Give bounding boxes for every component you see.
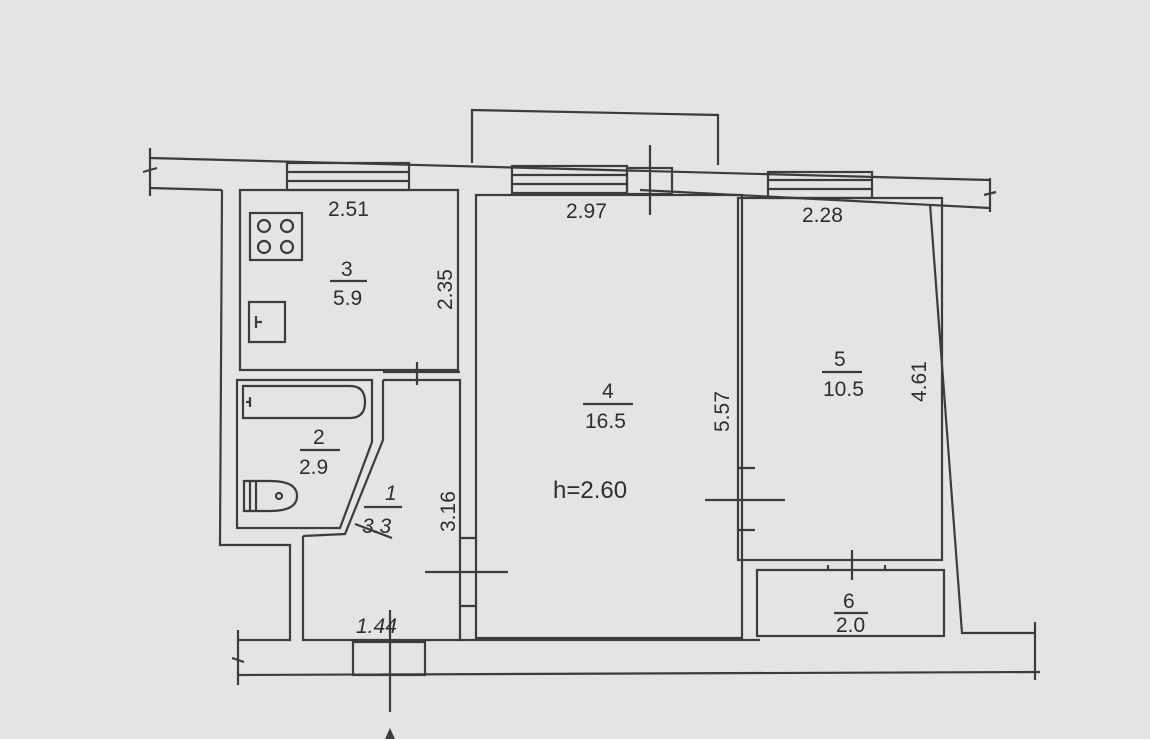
dim-living-width: 2.97 [566, 200, 607, 223]
wall-break-mark [142, 148, 997, 212]
room-1-area: 3.3 [362, 515, 392, 538]
kitchen-window [285, 161, 411, 192]
bedroom-window [766, 170, 874, 200]
room-storage [755, 568, 946, 638]
dim-bedroom-depth: 4.61 [908, 361, 931, 402]
bathtub-icon [241, 384, 367, 420]
dim-bedroom-width: 2.28 [802, 204, 843, 227]
dim-kitchen-width: 2.51 [328, 198, 369, 221]
room-bathroom [235, 378, 374, 530]
door-bedroom [705, 466, 785, 532]
living-window [510, 145, 674, 215]
dim-living-depth: 5.57 [711, 391, 734, 432]
room-6-area: 2.0 [836, 614, 865, 637]
room-2-area: 2.9 [299, 456, 328, 479]
room-5-number: 5 [834, 348, 846, 371]
room-3-number: 3 [341, 258, 353, 281]
left-exterior-wall [218, 189, 292, 685]
sink-icon [247, 300, 287, 344]
door-living [425, 536, 508, 608]
door-kitchen [383, 362, 460, 385]
room-2-number: 2 [313, 426, 325, 449]
ceiling-height: h=2.60 [553, 477, 627, 504]
leader-line [354, 522, 393, 540]
room-living [474, 193, 744, 640]
room-4-area: 16.5 [585, 410, 626, 433]
room-6-number: 6 [843, 590, 855, 613]
dim-hall-length: 3.16 [437, 491, 460, 532]
door-storage [826, 550, 887, 580]
right-exterior-wall [928, 203, 1037, 680]
room-1-number: 1 [385, 482, 397, 505]
room-4-number: 4 [602, 380, 614, 403]
dim-hall-width: 1.44 [356, 615, 397, 638]
dim-kitchen-depth: 2.35 [434, 269, 457, 310]
toilet-icon [242, 479, 299, 513]
balcony [470, 108, 720, 165]
bottom-exterior-wall [237, 638, 1041, 677]
stove-icon [248, 211, 304, 262]
entrance-door [351, 610, 427, 739]
room-5-area: 10.5 [823, 378, 864, 401]
room-3-area: 5.9 [333, 287, 362, 310]
